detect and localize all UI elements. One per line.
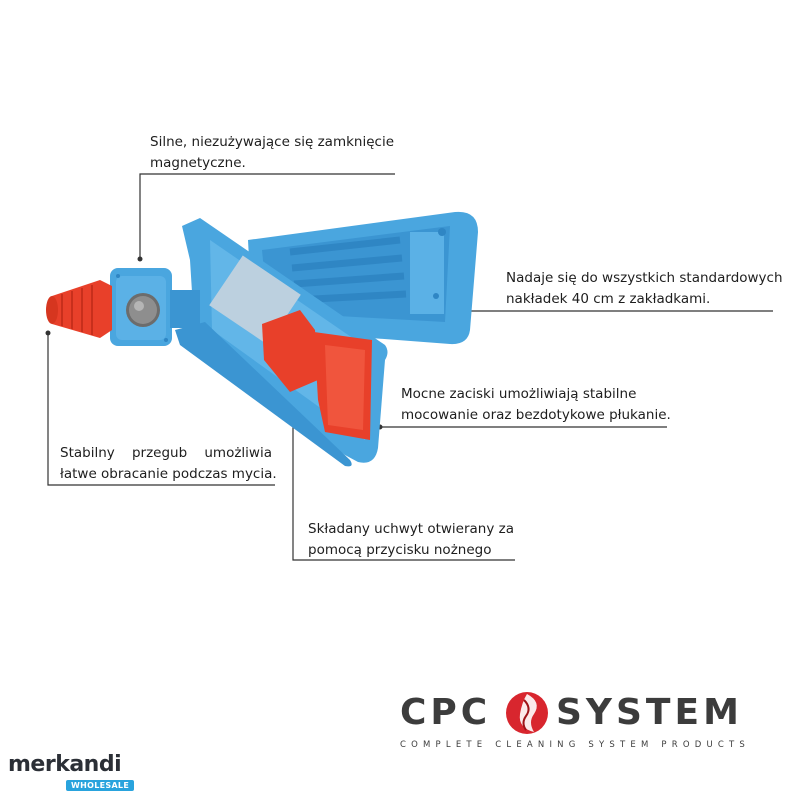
annotation-clamps-line2: mocowanie oraz bezdotykowe płukanie. xyxy=(401,407,671,423)
annotation-attachments: Nadaje się do wszystkich standardowych n… xyxy=(506,268,783,310)
annotation-magnetic-line1: Silne, niezużywające się zamknięcie xyxy=(150,134,395,150)
merkandi-badge: WHOLESALE xyxy=(66,780,135,791)
cpc-system-logo: CPC SYSTEM COMPLETE CLEANING SYSTEM PROD… xyxy=(398,690,748,750)
annotation-handle-line1: Składany uchwyt otwierany za xyxy=(308,521,514,537)
brand-word-left: CPC xyxy=(400,692,492,733)
annotation-clamps: Mocne zaciski umożliwiają stabilne mocow… xyxy=(401,384,671,426)
swirl-icon xyxy=(506,692,548,734)
annotation-joint-line1: Stabilny przegub umożliwia xyxy=(60,445,272,461)
annotation-magnetic: Silne, niezużywające się zamknięcie magn… xyxy=(150,132,394,174)
brand-word-right: SYSTEM xyxy=(556,692,743,733)
annotation-joint: Stabilny przegub umożliwia łatwe obracan… xyxy=(60,443,277,485)
merkandi-watermark: merkandi WHOLESALE xyxy=(8,752,138,796)
leader-lines xyxy=(47,173,773,561)
annotation-handle-line2: pomocą przycisku nożnego xyxy=(308,542,492,558)
merkandi-name: merkandi xyxy=(8,752,122,777)
joint-block xyxy=(110,268,200,346)
brand-tagline: COMPLETE CLEANING SYSTEM PRODUCTS xyxy=(400,740,751,750)
leader-joint xyxy=(47,333,275,486)
leader-magnetic xyxy=(139,173,395,258)
leader-handle xyxy=(292,423,515,561)
thread-connector xyxy=(46,280,112,338)
annotation-joint-line2: łatwe obracanie podczas mycia. xyxy=(60,466,277,482)
annotation-attachments-line2: nakładek 40 cm z zakładkami. xyxy=(506,291,711,307)
red-clamps xyxy=(262,310,372,440)
annotation-handle: Składany uchwyt otwierany za pomocą przy… xyxy=(308,519,514,561)
annotation-clamps-line1: Mocne zaciski umożliwiają stabilne xyxy=(401,386,637,402)
annotation-magnetic-line2: magnetyczne. xyxy=(150,155,246,171)
annotation-attachments-line1: Nadaje się do wszystkich standardowych xyxy=(506,270,783,286)
